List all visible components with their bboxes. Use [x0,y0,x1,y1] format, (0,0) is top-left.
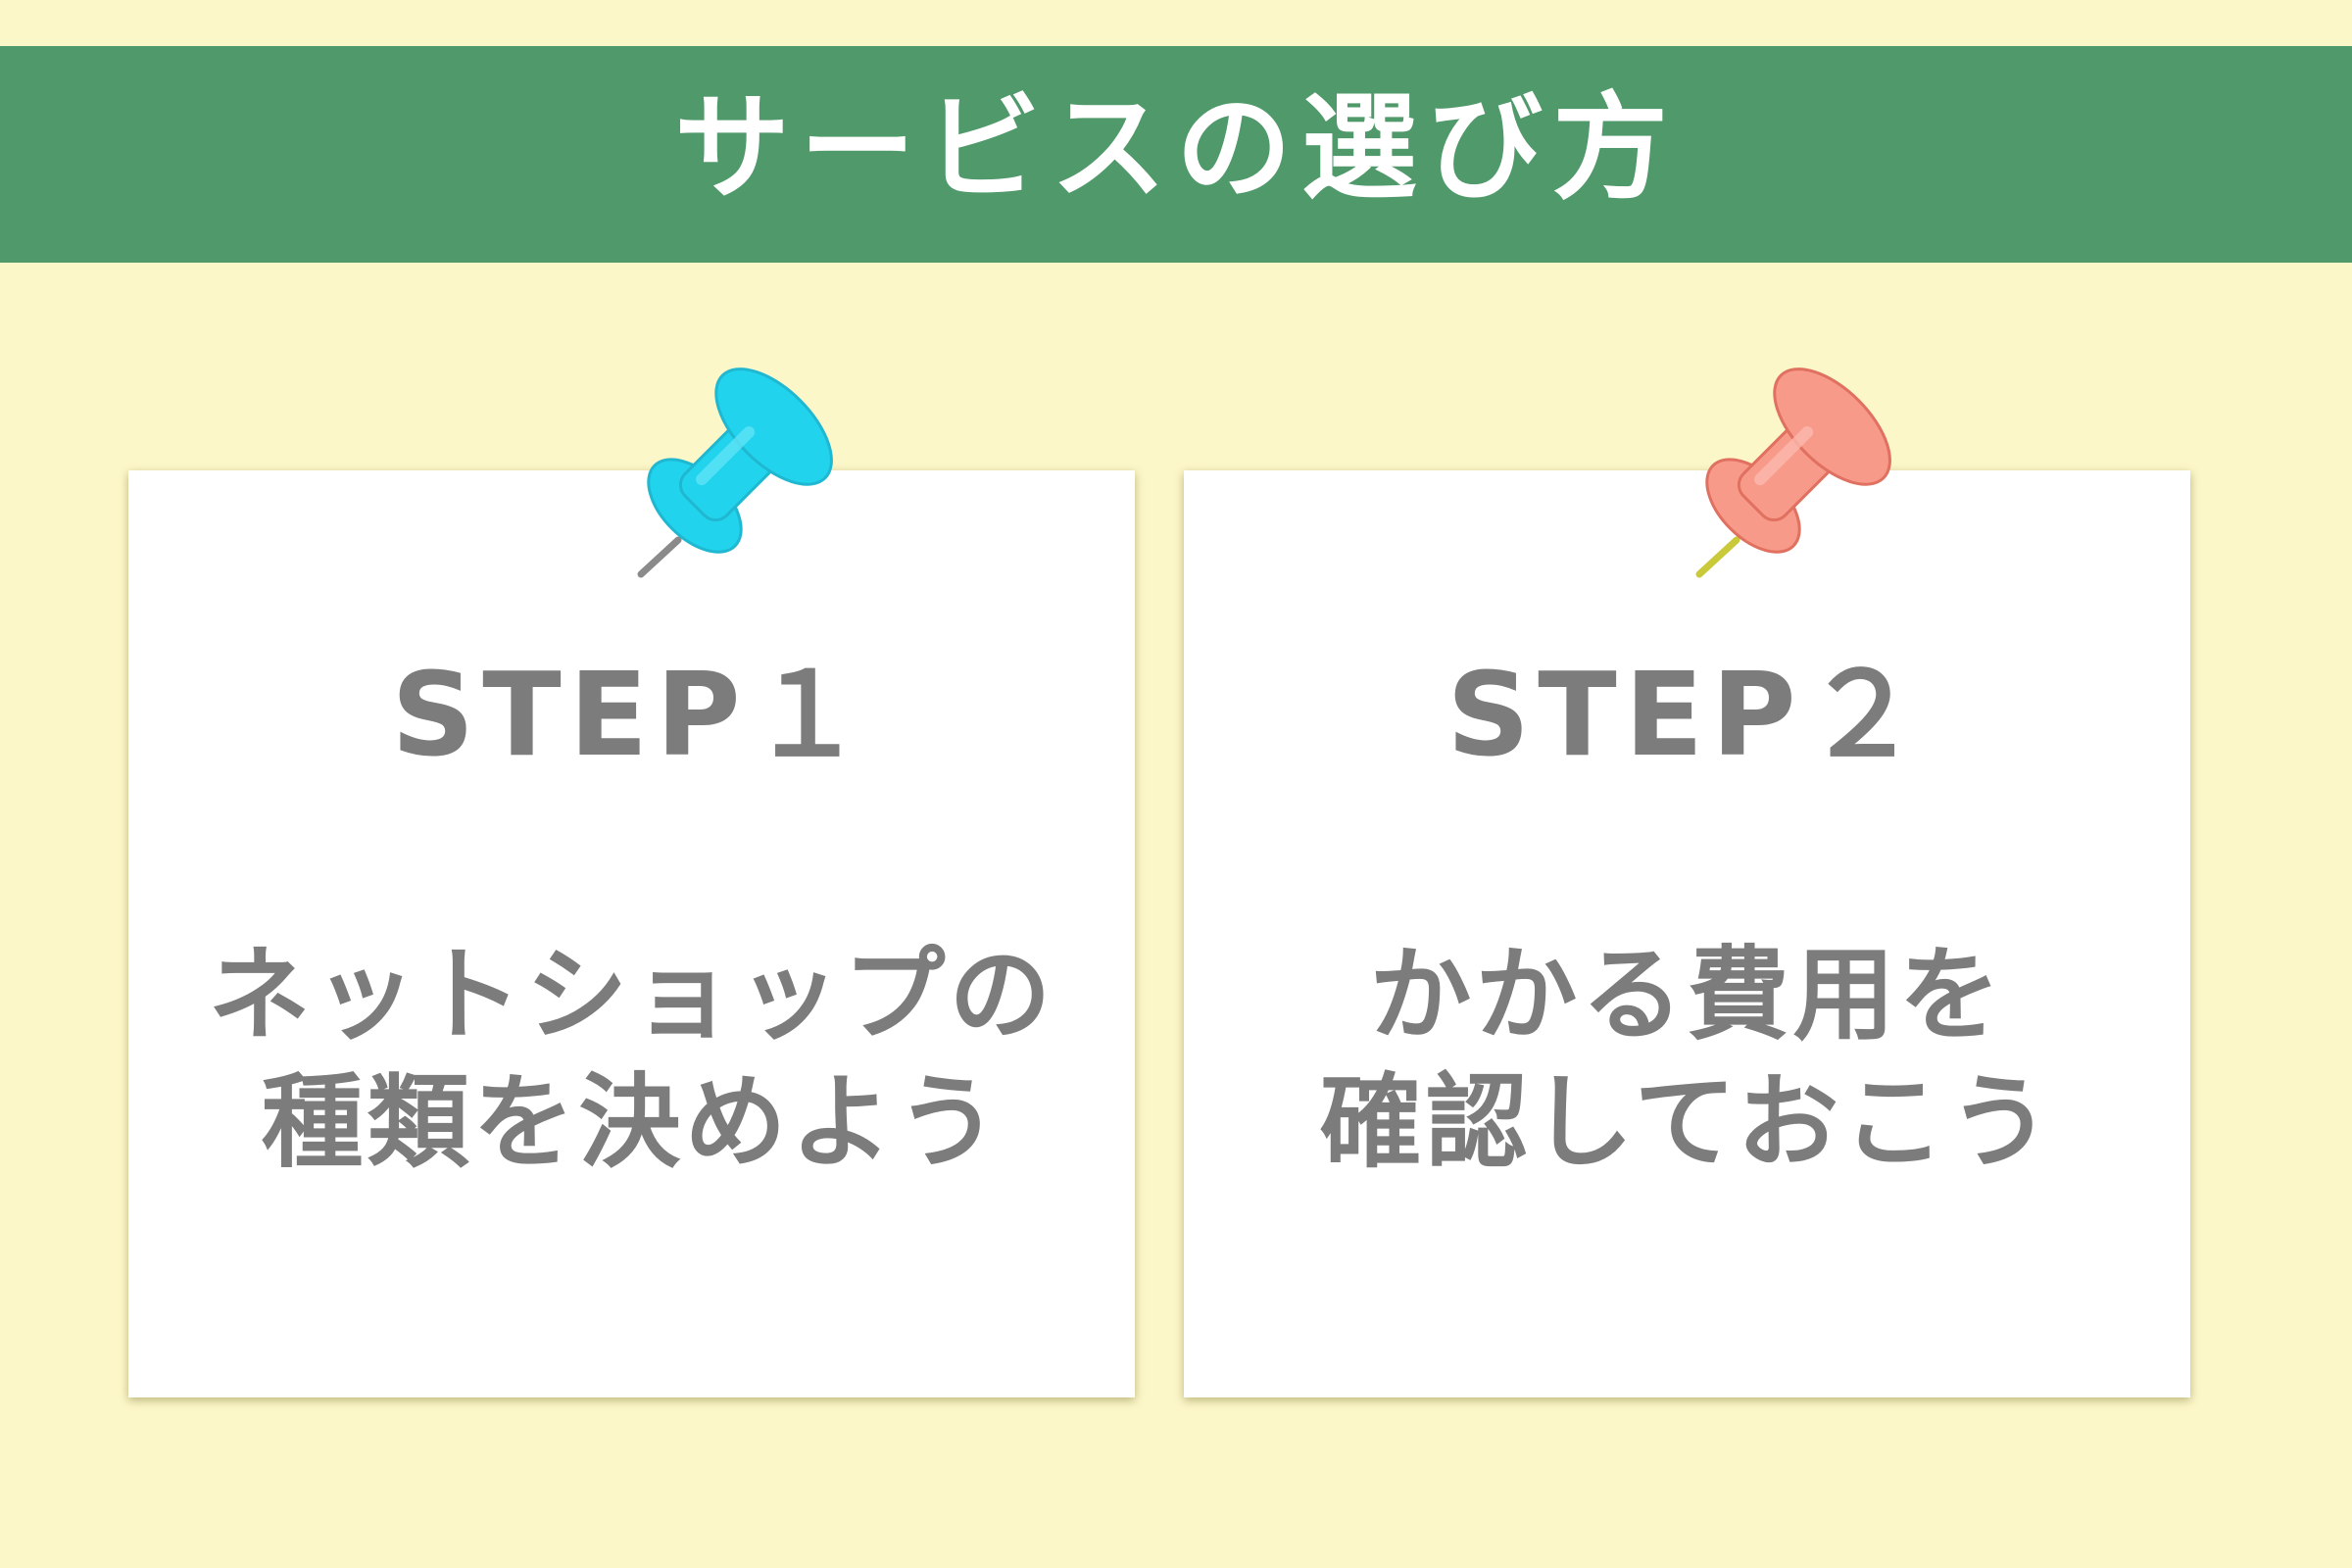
push-pin-icon [1695,368,1891,578]
step-label: STEP１ [391,647,872,782]
push-pin-needle [1695,536,1740,578]
step-card-2: STEP２ かかる費用を 確認しておこう [1184,470,2190,1397]
step-description-line: 種類を決めよう [261,1062,1003,1182]
page-title: サービスの選び方 [673,79,1678,216]
step-description-line: ネットショップの [208,935,1055,1054]
step-description-line: 確認しておこう [1319,1062,2055,1182]
step-description: ネットショップの 種類を決めよう [128,931,1135,1186]
push-pin-icon [637,368,833,578]
step-description-line: かかる費用を [1369,935,2005,1054]
push-pin-body [647,368,833,554]
step-description: かかる費用を 確認しておこう [1184,931,2190,1186]
push-pin-body [1705,368,1891,554]
push-pin-needle [637,536,682,578]
step-card-1: STEP１ ネットショップの 種類を決めよう [128,470,1135,1397]
step-label: STEP２ [1446,647,1928,782]
header-banner: サービスの選び方 [0,46,2352,263]
